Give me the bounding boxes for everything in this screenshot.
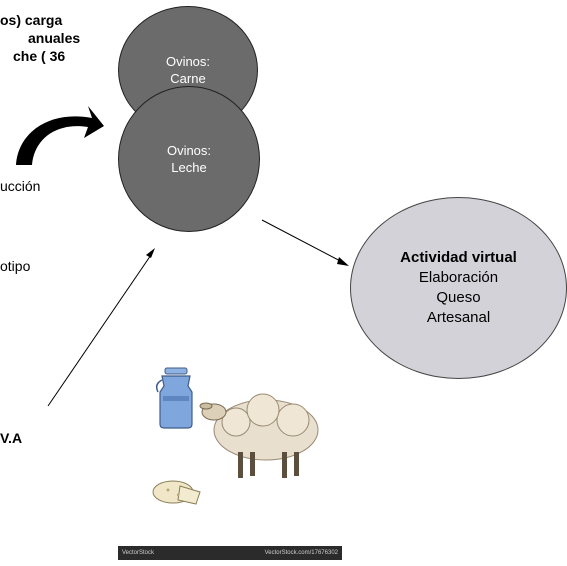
arrow-to-activity-head [337, 257, 349, 266]
activity-line-1: Elaboración [418, 269, 499, 286]
circle-leche-line-1: Ovinos: [166, 143, 212, 158]
illustration-brand-bar: VectorStock VectorStock.com/17676302 [118, 546, 342, 560]
circle-ovinos-leche: Ovinos: Leche [118, 86, 260, 232]
milk-can-icon [155, 367, 193, 429]
arrow-to-circle-head [146, 248, 155, 258]
left-text-line-2: anuales [28, 30, 81, 46]
circle-leche-line-2: Leche [171, 160, 207, 175]
arrow-to-activity-line [261, 219, 347, 265]
activity-line-2: Queso [436, 289, 481, 306]
activity-ellipse: Actividad virtual Elaboración Queso Arte… [350, 197, 567, 379]
left-text-line-6: V.A [0, 430, 23, 446]
cheese-icon [152, 480, 201, 505]
left-text-line-5: otipo [0, 258, 31, 274]
curved-arrow [16, 106, 104, 165]
activity-line-3: Artesanal [426, 309, 491, 326]
left-text-line-3: che ( 36 [13, 48, 66, 64]
left-text-line-1: os) carga [0, 12, 63, 28]
left-text-line-4: ucción [0, 178, 41, 194]
sheep-icon [199, 393, 319, 478]
brand-left: VectorStock [122, 550, 155, 556]
sheep-milk-cheese-illustration [152, 367, 319, 505]
circle-carne-line-1: Ovinos: [165, 54, 211, 69]
brand-right: VectorStock.com/17676302 [264, 550, 338, 556]
circle-carne-line-2: Carne [170, 71, 206, 86]
activity-title: Actividad virtual [400, 249, 517, 266]
arrow-to-circle-line [47, 251, 154, 407]
